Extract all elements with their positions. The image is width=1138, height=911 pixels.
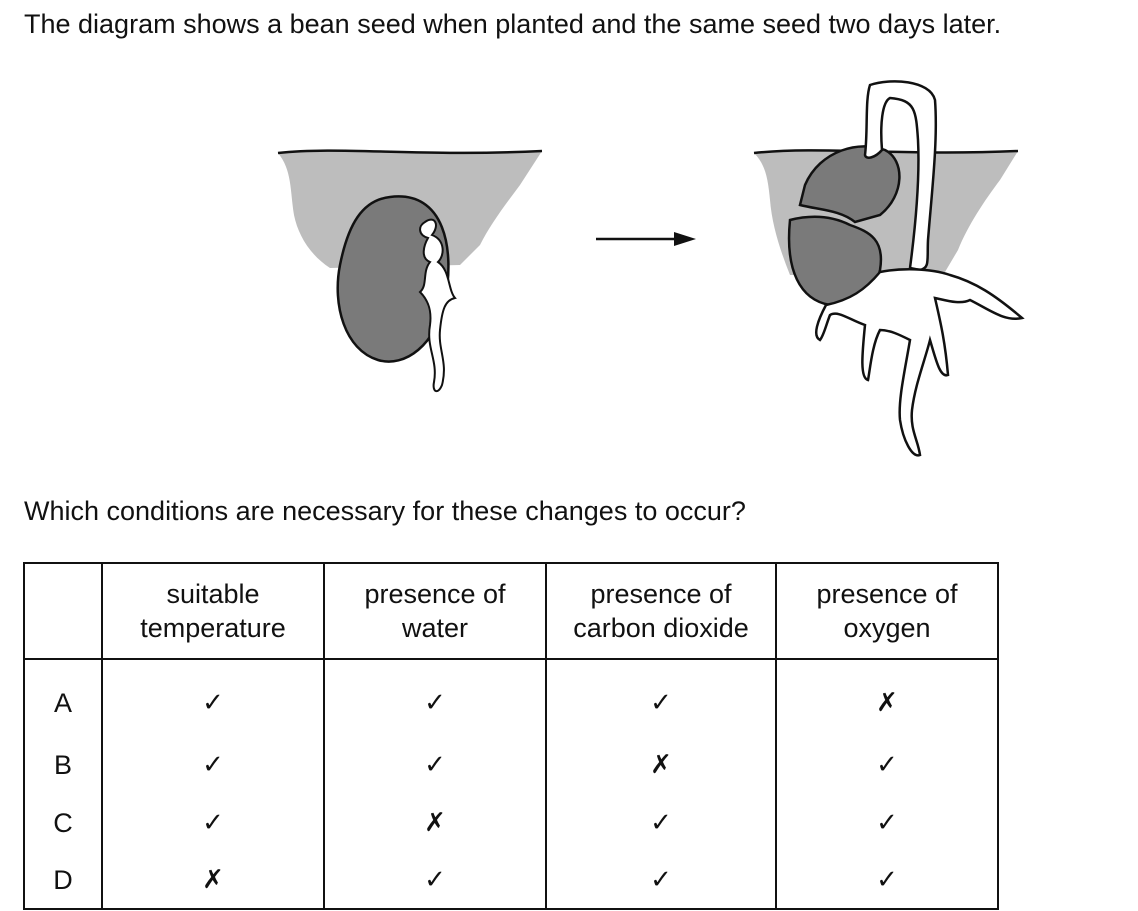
intro-text: The diagram shows a bean seed when plant… — [24, 9, 1002, 39]
mark-cell: ✓ — [775, 794, 999, 852]
mark-cell: ✓ — [545, 794, 777, 852]
mark-cell: ✓ — [101, 658, 325, 736]
mark-cell: ✓ — [323, 736, 547, 794]
mark-cell: ✗ — [323, 794, 547, 852]
table-row: C ✓ ✗ ✓ ✓ — [23, 794, 999, 852]
header-oxygen: presence of oxygen — [775, 562, 999, 660]
table-row: B ✓ ✓ ✗ ✓ — [23, 736, 999, 794]
seed-left — [336, 195, 450, 363]
mark-cell: ✓ — [775, 736, 999, 794]
mark-cell: ✗ — [545, 736, 777, 794]
seed-germinated — [753, 80, 1025, 457]
header-carbon-dioxide: presence of carbon dioxide — [545, 562, 777, 660]
mark-cell: ✓ — [323, 852, 547, 910]
table-row: A ✓ ✓ ✓ ✗ — [23, 658, 999, 736]
option-letter: D — [23, 852, 103, 910]
bean-seed-diagram — [277, 80, 1025, 457]
cotyledon-upper — [798, 145, 901, 224]
options-table: suitable temperature presence of water p… — [23, 562, 999, 910]
header-temperature: suitable temperature — [101, 562, 325, 660]
soil-surface-left — [277, 149, 543, 155]
mark-cell: ✓ — [323, 658, 547, 736]
table-header-row: suitable temperature presence of water p… — [23, 562, 999, 660]
mark-cell: ✓ — [101, 736, 325, 794]
mark-cell: ✓ — [101, 794, 325, 852]
option-letter: C — [23, 794, 103, 852]
mark-cell: ✓ — [775, 852, 999, 910]
mark-cell: ✓ — [545, 852, 777, 910]
seed-planted — [277, 149, 543, 393]
roots — [815, 268, 1025, 457]
option-letter: B — [23, 736, 103, 794]
question-text: Which conditions are necessary for these… — [24, 496, 746, 526]
arrow — [596, 232, 696, 246]
header-empty — [23, 562, 103, 660]
mark-cell: ✗ — [101, 852, 325, 910]
mark-cell: ✓ — [545, 658, 777, 736]
radicle-left — [418, 218, 457, 393]
header-water: presence of water — [323, 562, 547, 660]
table-row: D ✗ ✓ ✓ ✓ — [23, 852, 999, 910]
mark-cell: ✗ — [775, 658, 999, 736]
option-letter: A — [23, 658, 103, 736]
